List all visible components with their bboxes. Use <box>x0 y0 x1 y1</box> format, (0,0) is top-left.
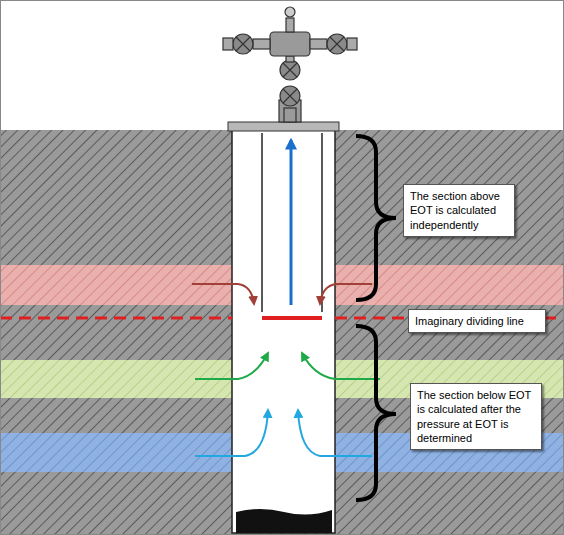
well-bottom <box>236 509 332 533</box>
inflow-arrow <box>195 410 268 456</box>
note-text: The section above EOT is calculated inde… <box>410 189 508 232</box>
end-of-tubing <box>262 316 322 320</box>
inflow-arrow <box>195 353 268 379</box>
dividing-line <box>0 317 232 320</box>
note-box: Imaginary dividing line <box>408 309 546 333</box>
note-box: The section below EOT is calculated afte… <box>410 383 542 450</box>
wellbore <box>232 128 335 533</box>
inflow-arrow <box>302 353 380 379</box>
tubing-wall <box>321 133 323 312</box>
brace <box>356 326 396 500</box>
wellhead <box>223 7 357 122</box>
note-box: The section above EOT is calculated inde… <box>403 184 515 237</box>
inflow-arrow <box>298 410 372 456</box>
brace <box>356 136 396 300</box>
casing-head <box>228 122 339 131</box>
note-text: Imaginary dividing line <box>415 314 539 328</box>
note-text: The section below EOT is calculated afte… <box>417 388 535 445</box>
inflow-arrow <box>192 284 254 304</box>
production-flow-arrow <box>290 140 293 305</box>
tubing-wall <box>261 133 263 312</box>
